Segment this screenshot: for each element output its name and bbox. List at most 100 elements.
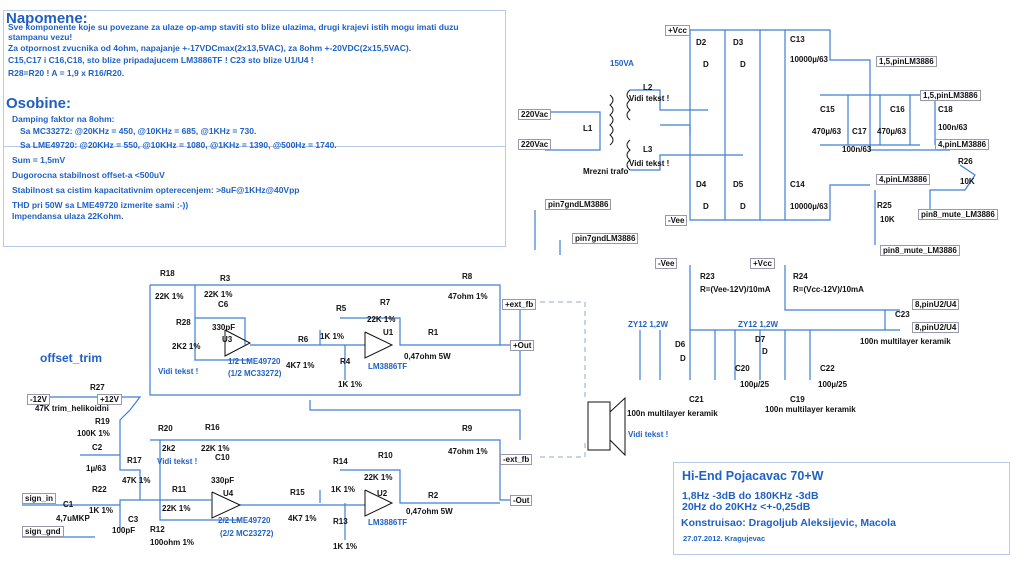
title: Hi-End Pojacavac 70+W (682, 469, 824, 483)
component-label-r26v: 10K (960, 177, 975, 186)
component-label-d4: D4 (696, 180, 707, 189)
component-label-r22: R22 (92, 485, 107, 494)
component-label-r12: R12 (150, 525, 165, 534)
component-label-c23: C23 (895, 310, 910, 319)
component-label-r17: R17 (127, 456, 142, 465)
component-label-u3: U3 (222, 335, 233, 344)
component-label-zy1: ZY12 1,2W (628, 320, 669, 329)
component-label-c21v: 100n multilayer keramik (627, 409, 718, 418)
component-label-c15v: 470µ/63 (812, 127, 842, 136)
component-label-c1: C1 (63, 500, 74, 509)
component-label-c6: C6 (218, 300, 229, 309)
component-label-r26: R26 (958, 157, 973, 166)
feature-line: Stabilnost sa cistim kapacitativnim opte… (12, 185, 300, 195)
component-label-c19v: 100n multilayer keramik (765, 405, 856, 414)
component-label-d7: D7 (755, 335, 766, 344)
component-label-c13: C13 (790, 35, 805, 44)
component-label-c19: C19 (790, 395, 805, 404)
component-label-r13v: 1K 1% (333, 542, 358, 551)
component-label-r16v: 22K 1% (201, 444, 230, 453)
component-label-c18v: 100n/63 (938, 123, 968, 132)
component-label-r25: R25 (877, 201, 892, 210)
component-label-c15: C15 (820, 105, 835, 114)
component-label-r1: R1 (428, 328, 439, 337)
feature-line: THD pri 50W sa LME49720 izmerite sami :-… (12, 200, 189, 210)
component-label-u4t: 2/2 LME49720 (218, 516, 271, 525)
component-label-u1: U1 (383, 328, 394, 337)
component-label-r28v: 2K2 1% (172, 342, 201, 351)
feature-line: Dugorocna stabilnost offset-a <500uV (12, 170, 165, 180)
component-label-l2: L2 (643, 83, 653, 92)
net-label-pin15b: 1,5,pinLM3886 (920, 90, 981, 101)
feature-line: Impendansa ulaza 22Kohm. (12, 211, 124, 221)
component-label-d6t: D (680, 354, 686, 363)
component-label-r18v: 22K 1% (155, 292, 184, 301)
component-label-u4: U4 (223, 489, 234, 498)
net-label-vcc2: +Vcc (750, 258, 775, 269)
net-label-signin: sign_in (22, 493, 57, 504)
component-label-vidi2: Vidi tekst ! (629, 159, 670, 168)
note-line: C15,C17 i C16,C18, sto blize pripadajuce… (8, 55, 314, 65)
net-label-mute2: pin8_mute_LM3886 (880, 245, 960, 256)
date: 27.07.2012. Kragujevac (683, 534, 766, 543)
component-label-c23v: 100n multilayer keramik (860, 337, 951, 346)
component-label-c16: C16 (890, 105, 905, 114)
component-label-r19v: 100K 1% (77, 429, 110, 438)
notes-heading: Napomene: (6, 10, 88, 27)
component-label-r24v: R=(Vcc-12V)/10mA (793, 285, 864, 294)
feature-line: Sum = 1,5mV (12, 155, 66, 165)
component-label-r3: R3 (220, 274, 231, 283)
component-label-r8v: 47ohm 1% (448, 292, 488, 301)
net-label-mute1: pin8_mute_LM3886 (918, 209, 998, 220)
component-label-u2t: LM3886TF (368, 518, 408, 527)
component-label-vidi5: Vidi tekst ! (157, 457, 198, 466)
component-label-u3t: 1/2 LME49720 (228, 357, 281, 366)
component-label-c18: C18 (938, 105, 953, 114)
net-label-pin15a: 1,5,pinLM3886 (876, 56, 937, 67)
component-label-c14: C14 (790, 180, 805, 189)
component-label-r22v: 1K 1% (89, 506, 114, 515)
component-label-r12v: 100ohm 1% (150, 538, 195, 547)
component-label-r15: R15 (290, 488, 305, 497)
component-label-u4t2: (2/2 MC23272) (220, 529, 274, 538)
component-label-r23v: R=(Vee-12V)/10mA (700, 285, 771, 294)
component-label-l1: L1 (583, 124, 593, 133)
component-label-d2t: D (703, 60, 709, 69)
component-label-u3t2: (1/2 MC33272) (228, 369, 282, 378)
component-label-offset: offset_trim (40, 351, 103, 365)
component-label-c22v: 100µ/25 (818, 380, 848, 389)
component-label-r2: R2 (428, 491, 439, 500)
component-label-c3: C3 (128, 515, 139, 524)
component-label-r9v: 47ohm 1% (448, 447, 488, 456)
component-label-r20: R20 (158, 424, 173, 433)
component-label-c2v: 1µ/63 (86, 464, 107, 473)
component-label-va: 150VA (610, 59, 634, 68)
component-label-c6v: 330pF (212, 323, 236, 332)
component-label-c17: C17 (852, 127, 867, 136)
net-label-pin4b: 4,pinLM3886 (876, 174, 931, 185)
component-label-l3: L3 (643, 145, 653, 154)
note-line: R28=R20 ! A = 1,9 x R16/R20. (8, 68, 125, 78)
component-label-r15v: 4K7 1% (288, 514, 317, 523)
component-label-u2: U2 (377, 489, 388, 498)
component-label-r1v: 0,47ohm 5W (404, 352, 451, 361)
net-label-outm: -Out (510, 495, 533, 506)
component-label-c10: C10 (215, 453, 230, 462)
net-label-ac2: 220Vac (518, 139, 552, 150)
author: Konstruisao: Dragoljub Aleksijevic, Maco… (681, 517, 896, 529)
component-label-d5t: D (740, 202, 746, 211)
component-label-r16: R16 (205, 423, 220, 432)
component-label-r7v: 22K 1% (367, 315, 396, 324)
component-label-r11: R11 (172, 485, 187, 494)
net-label-outp: +Out (510, 340, 535, 351)
component-label-c17v: 100n/63 (842, 145, 872, 154)
component-label-vidi3: Vidi tekst ! (158, 367, 199, 376)
component-label-d6: D6 (675, 340, 686, 349)
notes-box (3, 10, 506, 147)
component-label-c21: C21 (689, 395, 704, 404)
net-label-pin8b: 8,pinU2/U4 (912, 322, 960, 333)
component-label-r13: R13 (333, 517, 348, 526)
component-label-r4: R4 (340, 357, 351, 366)
note-line: Za otpornost zvucnika od 4ohm, napajanje… (8, 43, 412, 53)
